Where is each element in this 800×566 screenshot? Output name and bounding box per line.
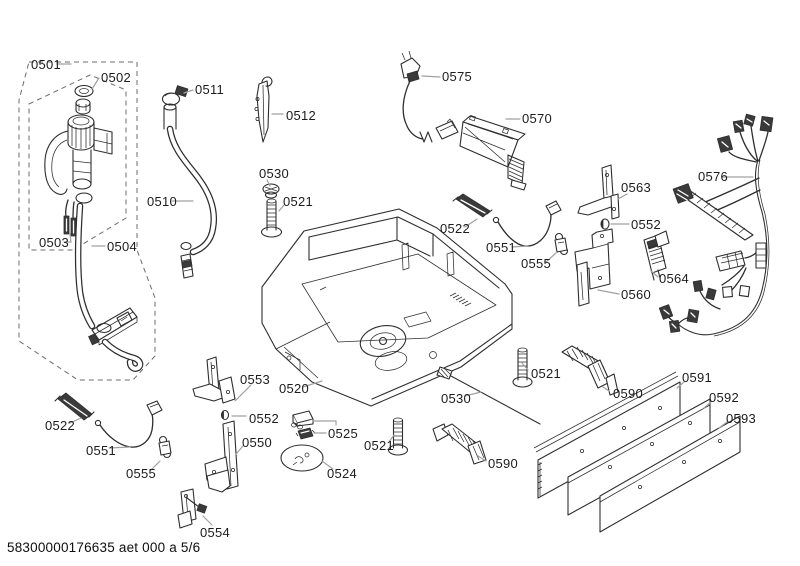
part-label-0524: 0524 [327, 466, 357, 481]
part-0524-drawing [280, 444, 324, 472]
part-label-0521-right: 0521 [531, 366, 561, 381]
valve-to-pump-tube [74, 202, 96, 330]
part-label-0551-left: 0551 [86, 443, 116, 458]
part-label-0590-bottom: 0590 [488, 456, 518, 471]
part-label-0503: 0503 [39, 235, 69, 250]
part-label-0552-right: 0552 [631, 217, 661, 232]
part-label-0510: 0510 [147, 194, 177, 209]
part-label-0502: 0502 [101, 70, 131, 85]
part-label-0521-bottom: 0521 [364, 438, 394, 453]
part-label-0512: 0512 [286, 108, 316, 123]
part-0555-right-drawing [554, 232, 569, 256]
part-0553-drawing [192, 356, 236, 404]
part-0563-drawing [577, 164, 620, 220]
document-number-footer: 58300000176635 aet 000 a 5/6 [7, 540, 201, 555]
part-0554-drawing [177, 488, 208, 529]
part-label-0570: 0570 [522, 111, 552, 126]
part-label-0520: 0520 [279, 381, 309, 396]
part-0525-drawing [291, 410, 316, 440]
part-0530-rod-drawing [436, 366, 541, 425]
part-0590-bottom-drawing [432, 423, 487, 465]
part-label-0511: 0511 [195, 82, 224, 97]
part-0560-drawing [574, 228, 614, 307]
part-label-0522-right: 0522 [440, 221, 470, 236]
part-0521-screw-top-drawing [260, 198, 283, 238]
part-0551-right-drawing [492, 200, 562, 247]
part-label-0591: 0591 [682, 370, 712, 385]
dashed-enclosure-0501 [18, 61, 156, 381]
part-0590-right-drawing [561, 345, 619, 396]
part-0520-base-drawing [261, 208, 513, 407]
part-0570-module-drawing [459, 115, 527, 191]
part-label-0576: 0576 [698, 169, 728, 184]
part-0555-left-drawing [158, 435, 172, 459]
part-0575-cable-drawing [400, 50, 459, 143]
part-label-0552-left: 0552 [249, 411, 279, 426]
part-0593-panel-drawing [599, 415, 741, 533]
part-label-0564: 0564 [659, 271, 689, 286]
part-label-0521-top: 0521 [283, 194, 313, 209]
part-0512-drawing [254, 76, 273, 143]
part-0550-drawing [204, 420, 239, 493]
part-label-0551-right: 0551 [486, 240, 516, 255]
part-0521-screw-right-drawing [512, 347, 533, 388]
part-0504-pump-drawing [88, 307, 144, 372]
part-0552-right-drawing [600, 218, 610, 230]
part-label-0575: 0575 [442, 69, 472, 84]
part-label-0554: 0554 [200, 525, 230, 540]
part-0530-cap-drawing [262, 183, 280, 199]
part-label-0530-bottom: 0530 [441, 391, 471, 406]
part-label-0555-right: 0555 [521, 256, 551, 271]
part-0576-harness-drawing [658, 113, 774, 337]
part-0522-left-drawing [54, 392, 95, 421]
part-label-0550: 0550 [242, 435, 272, 450]
part-0551-left-drawing [94, 400, 163, 448]
part-label-0592: 0592 [709, 390, 739, 405]
part-0511-clamp-drawing [161, 85, 189, 106]
part-0510-hose-drawing [163, 103, 217, 279]
part-label-0530-top: 0530 [259, 166, 289, 181]
part-label-0563: 0563 [621, 180, 651, 195]
leader-lines [56, 63, 754, 526]
part-label-0553: 0553 [240, 372, 270, 387]
part-0502-drawing [74, 84, 94, 115]
part-label-0593: 0593 [726, 411, 756, 426]
part-0564-drawing [643, 230, 670, 281]
part-label-0522-left: 0522 [45, 418, 75, 433]
part-0521-screw-bottom-drawing [387, 417, 409, 456]
part-label-0555-left: 0555 [126, 466, 156, 481]
part-0501-valve-drawing [44, 114, 113, 237]
part-0522-right-drawing [452, 193, 493, 218]
part-0552-left-drawing [220, 409, 230, 421]
part-label-0590-right: 0590 [613, 386, 643, 401]
part-label-0525: 0525 [328, 426, 358, 441]
part-label-0504: 0504 [107, 239, 137, 254]
part-label-0501: 0501 [31, 57, 61, 72]
part-label-0560: 0560 [621, 287, 651, 302]
